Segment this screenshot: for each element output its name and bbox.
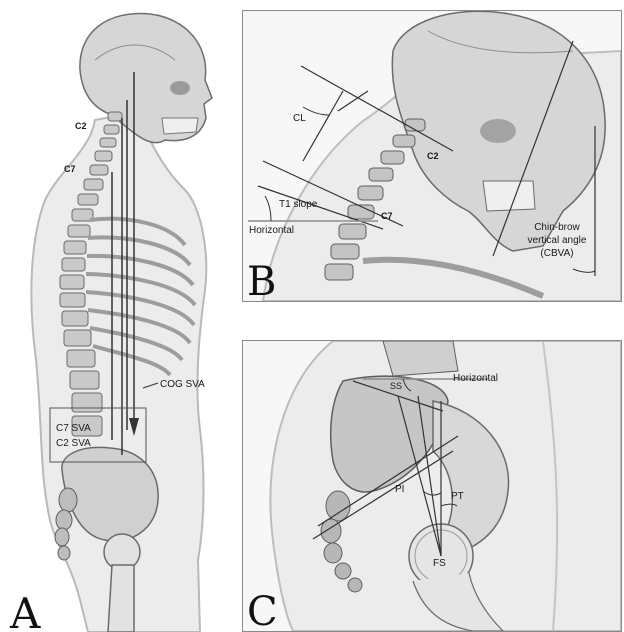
panel-b: CL C2 C7 T1 slope Horizontal Chin-brow v… xyxy=(242,10,622,302)
label-horizontal: Horizontal xyxy=(249,225,294,236)
label-c2-sva: C2 SVA xyxy=(56,438,91,449)
panel-a-illustration: C2 C7 COG SVA C7 SVA C2 SVA A xyxy=(0,0,240,632)
label-c2: C2 xyxy=(427,151,439,161)
label-c7-sva: C7 SVA xyxy=(56,423,91,434)
panel-c: SS Horizontal PI PT FS C xyxy=(242,340,622,632)
label-c7: C7 xyxy=(381,211,393,221)
label-cbva-2: vertical angle xyxy=(528,235,587,246)
label-cbva-3: (CBVA) xyxy=(540,248,573,259)
label-horizontal: Horizontal xyxy=(453,373,498,384)
panel-a-letter: A xyxy=(9,589,41,632)
panel-a: C2 C7 COG SVA C7 SVA C2 SVA A xyxy=(0,0,240,632)
panel-b-illustration: CL C2 C7 T1 slope Horizontal Chin-brow v… xyxy=(243,11,621,301)
label-cog-sva: COG SVA xyxy=(160,379,205,390)
label-cl: CL xyxy=(293,113,306,124)
label-fs: FS xyxy=(433,558,446,569)
label-t1-slope: T1 slope xyxy=(279,199,318,210)
label-pi: PI xyxy=(395,484,404,495)
femur xyxy=(108,565,134,632)
label-c2: C2 xyxy=(75,121,87,131)
label-c7: C7 xyxy=(64,164,76,174)
label-ss: SS xyxy=(390,381,402,391)
label-pt: PT xyxy=(451,491,464,502)
panel-c-illustration: SS Horizontal PI PT FS C xyxy=(243,341,621,631)
lumbar-vertebra xyxy=(383,341,458,376)
panel-b-letter: B xyxy=(247,259,276,301)
panel-c-letter: C xyxy=(247,589,278,631)
label-cbva-1: Chin-brow xyxy=(534,222,580,233)
